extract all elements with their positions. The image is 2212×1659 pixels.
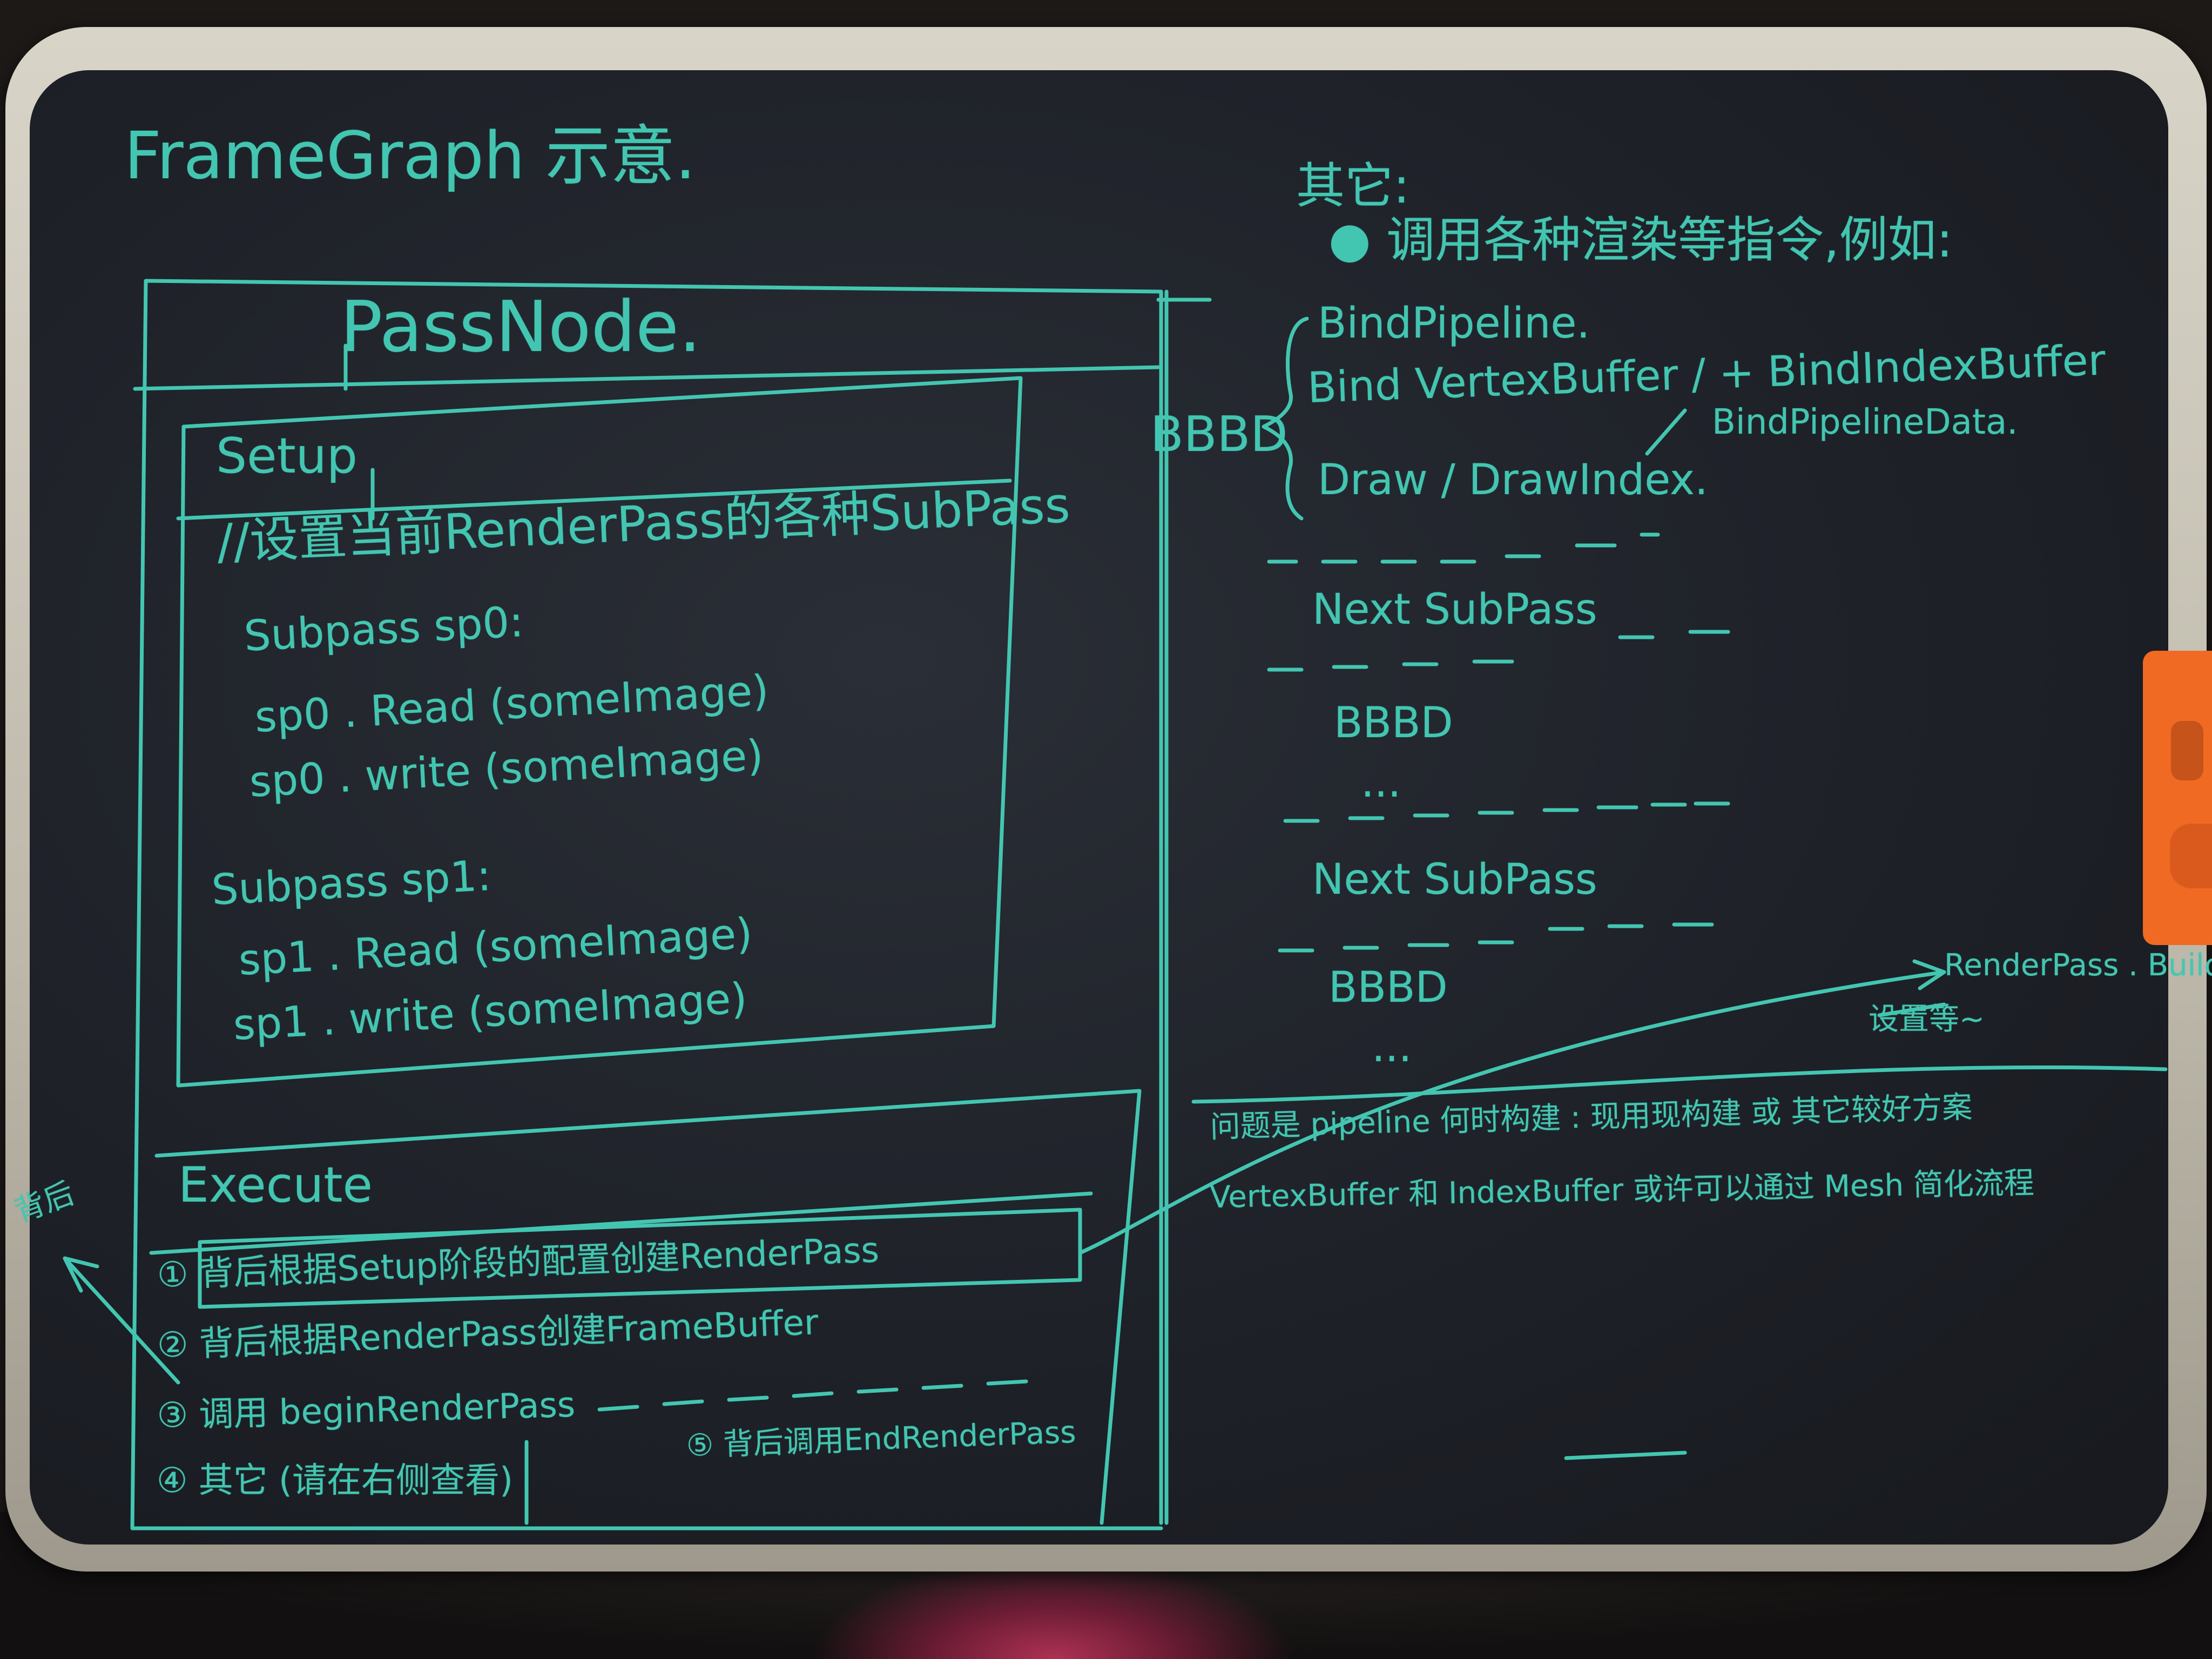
faint-stroke (1564, 1451, 1687, 1460)
block-bbbd-2: BBBD (1328, 963, 1448, 1012)
title-text: FrameGraph 示意. (124, 119, 696, 194)
tablet-erase-button (2170, 824, 2212, 888)
block-next-subpass-1: Next SubPass (1312, 585, 1597, 634)
command-bind-pipeline: BindPipeline. (1318, 299, 1590, 348)
arrow-note-settings: 设置等~ (1869, 1002, 1985, 1037)
passnode-title: PassNode. (340, 286, 702, 368)
right-dashes-2 (1267, 630, 1730, 672)
right-heading: 其它: (1296, 158, 1410, 214)
execute-divider (149, 1191, 1093, 1255)
tablet-lock-slider (2171, 721, 2203, 780)
passnode-title-divider (133, 365, 1161, 391)
setup-label: Setup (216, 428, 358, 484)
block-ellipsis-1: ... (1361, 758, 1401, 807)
right-bottom-divider (1191, 1065, 2168, 1104)
execute-step-4: ④ 其它 (请在右侧查看) (157, 1461, 513, 1501)
execute-step-3: ③ 调用 beginRenderPass (156, 1385, 576, 1436)
setup-divider (176, 478, 1012, 521)
renderpass-build-arrow (1078, 959, 1946, 1255)
left-side-arrow (63, 1256, 180, 1385)
right-intro: ● 调用各种渲染等指令,例如: (1328, 212, 1953, 268)
execute-box (154, 1089, 1142, 1525)
bind-pipelinedata-link (1645, 408, 1687, 456)
right-dashes-4 (1278, 922, 1714, 953)
command-bind-pipeline-data: BindPipelineData. (1712, 402, 2018, 442)
block-bbbd-1: BBBD (1334, 699, 1453, 747)
command-draw: Draw / DrawIndex. (1318, 456, 1708, 504)
bbbd-side-label: BBBD (1150, 406, 1288, 463)
shirt-print (810, 1555, 1296, 1659)
execute-dashes (597, 1379, 1028, 1412)
setup-box (176, 376, 1023, 1088)
passnode-box (130, 279, 1163, 1530)
right-dashes-1 (1267, 532, 1660, 564)
right-dashes-3 (1283, 801, 1730, 823)
arrow-note-underline (1877, 1002, 1946, 1017)
block-next-subpass-2: Next SubPass (1312, 855, 1597, 904)
arrow-note-build: RenderPass . Build (1944, 948, 2212, 983)
execute-highlight-box (198, 1208, 1082, 1309)
tablet-side-tab (2143, 651, 2212, 945)
writing-tablet-screen (30, 70, 2168, 1545)
execute-label: Execute (178, 1157, 373, 1213)
block-ellipsis-2: ... (1372, 1023, 1412, 1071)
bbbd-brace (1262, 316, 1309, 521)
